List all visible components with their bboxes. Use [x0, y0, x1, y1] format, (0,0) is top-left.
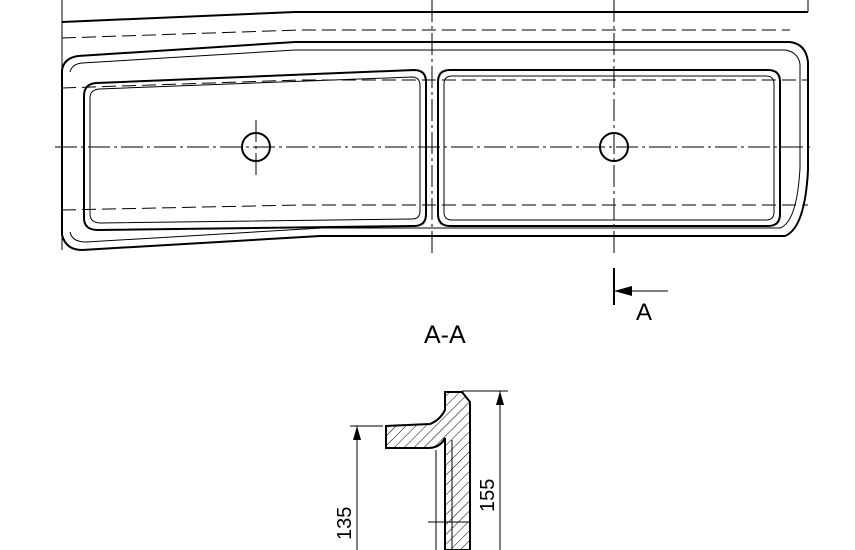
flange-inner-outline [69, 49, 801, 243]
plan-view [55, 0, 812, 256]
hidden-edge-upper [61, 79, 808, 89]
dim-right-arrow [496, 391, 504, 405]
section-profile [385, 391, 471, 550]
section-title: A-A [424, 321, 466, 349]
flange-outline [61, 41, 809, 252]
section-view: 135 155 [334, 390, 508, 550]
section-letter: A [636, 299, 652, 326]
right-pocket-outer [437, 69, 781, 227]
left-pocket-inner [89, 76, 421, 224]
dim-left-value: 135 [334, 507, 356, 540]
plan-top-edge [61, 11, 808, 23]
hidden-edge-top [61, 29, 790, 39]
section-arrow-head [614, 286, 632, 296]
dim-right-value: 155 [477, 479, 499, 512]
hidden-edge-lower [61, 204, 808, 211]
section-marker: A [613, 268, 668, 326]
dim-left-arrow [353, 426, 361, 440]
right-pocket-inner [443, 75, 775, 221]
left-pocket-outer [83, 68, 427, 232]
